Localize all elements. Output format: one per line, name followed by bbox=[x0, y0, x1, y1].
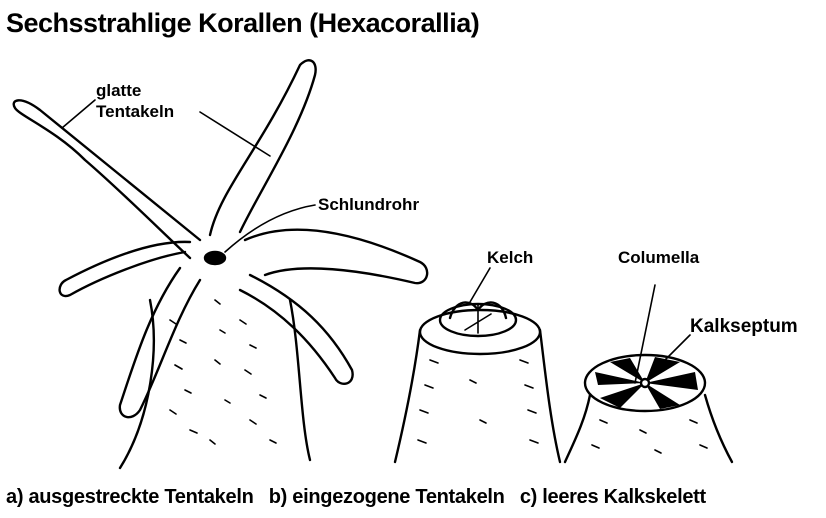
label-glatte: glatte bbox=[96, 80, 141, 101]
label-columella: Columella bbox=[618, 247, 699, 268]
polyp-retracted bbox=[395, 302, 560, 462]
polyp-extended bbox=[14, 60, 427, 468]
label-schlundrohr: Schlundrohr bbox=[318, 194, 419, 215]
caption-c: c) leeres Kalkskelett bbox=[520, 486, 706, 508]
empty-skeleton bbox=[565, 355, 732, 462]
caption-a: a) ausgestreckte Tentakeln bbox=[6, 486, 254, 508]
caption-b: b) eingezogene Tentakeln bbox=[269, 486, 505, 508]
label-tentakeln: Tentakeln bbox=[96, 101, 174, 122]
label-kelch: Kelch bbox=[487, 247, 533, 268]
leader-lines bbox=[62, 100, 690, 383]
caption-row: a) ausgestreckte Tentakeln b) eingezogen… bbox=[6, 486, 716, 509]
label-kalkseptum: Kalkseptum bbox=[690, 316, 798, 337]
